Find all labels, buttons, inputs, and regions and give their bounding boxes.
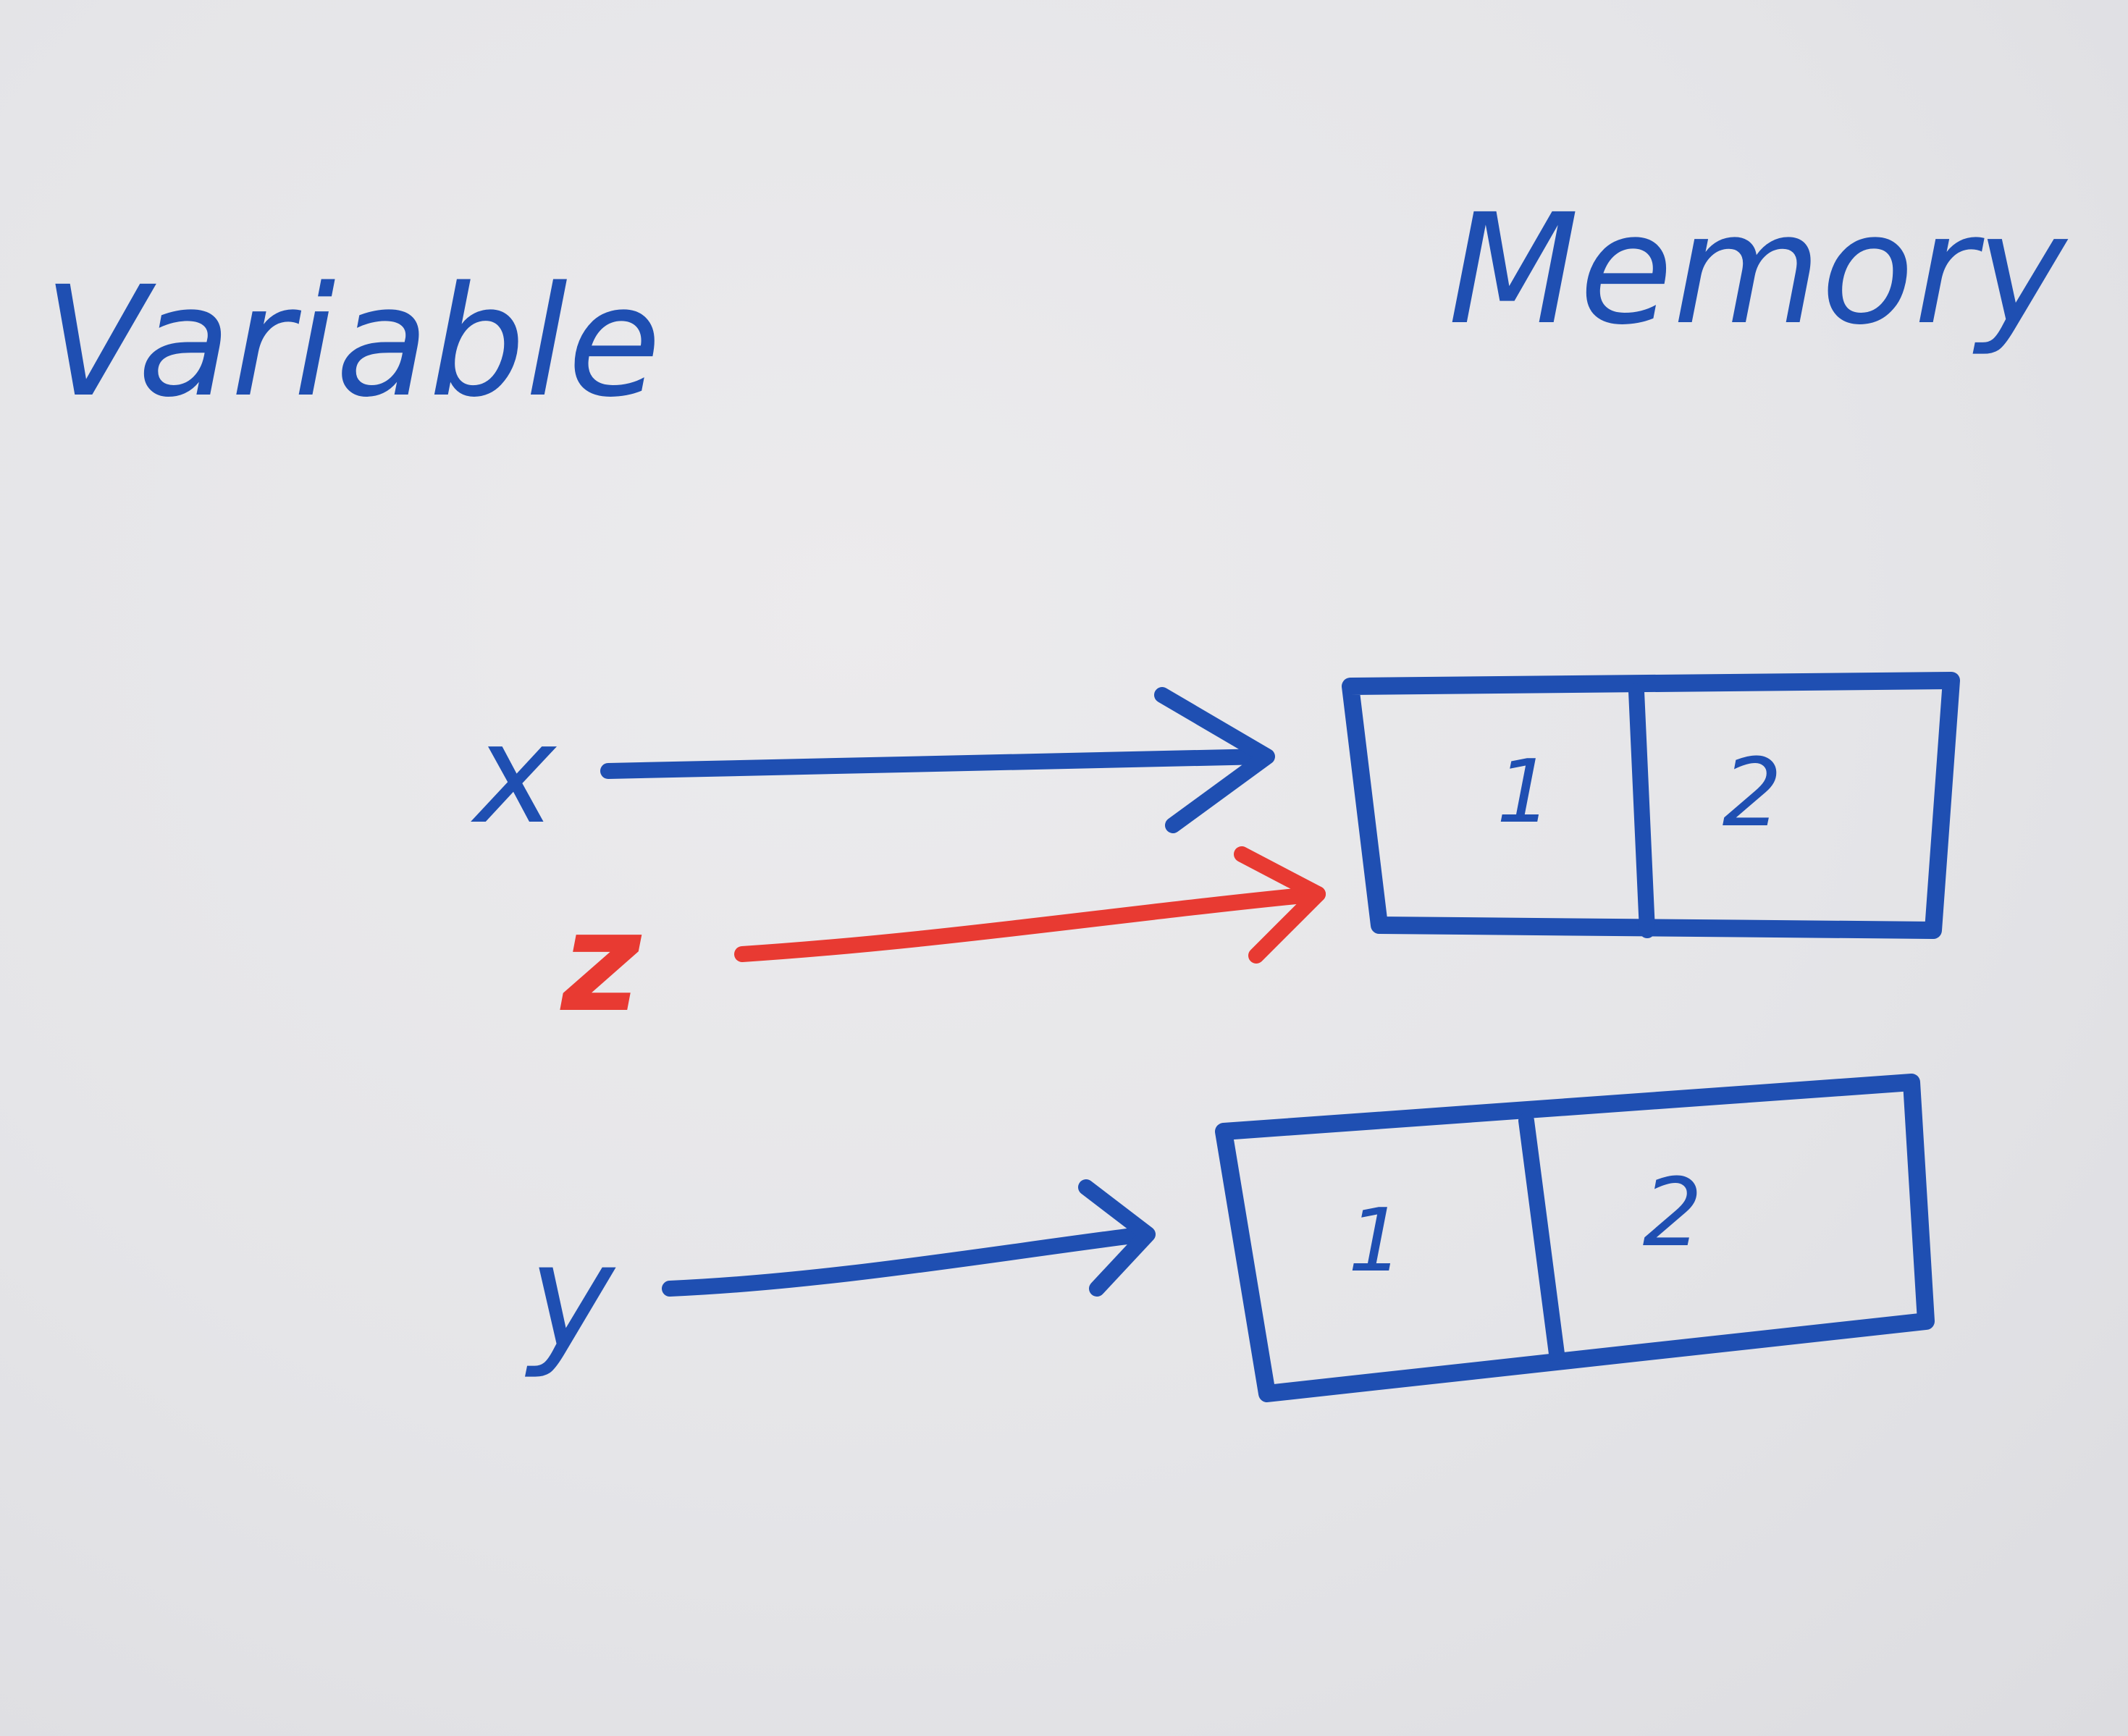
memory-block-1 (1342, 672, 1960, 939)
arrow-x-to-block-1 (600, 687, 1275, 833)
block-1-cell-1-value: 1 (1497, 742, 1552, 843)
block-2-cell-1-value: 1 (1348, 1191, 1403, 1292)
variable-header: Variable (43, 253, 661, 431)
variable-y-label: y (525, 1213, 616, 1381)
arrow-z-to-block-1 (734, 846, 1326, 964)
variable-x-label: x (471, 694, 558, 854)
variable-z-label: z (560, 882, 642, 1042)
block-1-cell-2-value: 2 (1723, 738, 1783, 848)
memory-header: Memory (1448, 181, 2069, 358)
arrow-y-to-block-2 (662, 1179, 1156, 1297)
block-2-cell-2-value: 2 (1643, 1158, 1703, 1268)
memory-block-2 (1215, 1074, 1935, 1402)
